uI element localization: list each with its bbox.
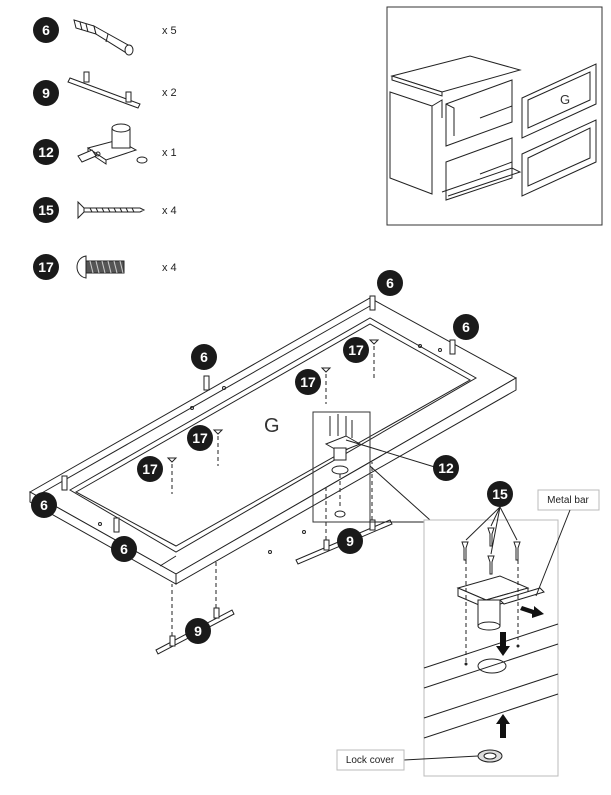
metal-bar-text: Metal bar [547,495,589,506]
svg-text:15: 15 [492,486,508,502]
part-row-15: 15 x 4 [33,197,177,223]
callout-badge: 6 [31,492,57,518]
svg-text:17: 17 [192,430,208,446]
svg-text:6: 6 [462,319,470,335]
part-number-badge [33,197,59,223]
part-quantity: x 4 [162,262,177,274]
cam-dowel-icon [61,295,456,533]
drawer-front-panel: G [28,297,518,585]
part-number-badge [33,254,59,280]
part-number: 6 [42,22,50,38]
part-quantity: x 4 [162,205,177,217]
part-quantity: x 2 [162,87,177,99]
part-number: 15 [38,202,54,218]
svg-text:6: 6 [200,349,208,365]
cabinet-overview [389,55,597,201]
overview-box: G [386,6,603,226]
part-row-17: 17 x 4 [33,254,177,280]
callout-badge: 17 [343,337,369,363]
svg-text:17: 17 [348,342,364,358]
part-number: 9 [42,85,50,101]
svg-text:6: 6 [40,497,48,513]
part-row-6: 6 x 5 [33,17,177,56]
lock-assembly [312,411,371,523]
callout-badge: 9 [185,618,211,644]
svg-text:12: 12 [438,460,454,476]
callout-badge: 6 [191,344,217,370]
lock-detail-box [403,519,559,777]
metal-bar-label: Metal bar [535,489,600,597]
part-quantity: x 1 [162,147,177,159]
part-row-12: 12 x 1 [33,123,177,165]
flat-screw-icon [461,527,521,575]
lock-icon [77,123,148,165]
parts-list: 6 x 5 9 x 2 12 [33,17,177,280]
round-screw-icon [76,255,125,279]
part-number: 17 [38,259,54,275]
leader-lines [465,506,518,555]
svg-text:9: 9 [194,623,202,639]
panel-holes [98,344,442,554]
callout-badge: 9 [337,528,363,554]
svg-text:17: 17 [142,461,158,477]
svg-text:9: 9 [346,533,354,549]
svg-text:6: 6 [120,541,128,557]
part-row-9: 9 x 2 [33,71,177,109]
leader-lines [345,439,439,523]
part-number-badge [33,139,59,165]
cam-dowel-icon [73,19,134,56]
callout-badge: 15 [487,481,513,507]
lock-cover-label: Lock cover [336,749,405,771]
callout-badge: 12 [433,455,459,481]
callout-badge: 17 [137,456,163,482]
callout-badge: 6 [377,270,403,296]
svg-text:17: 17 [300,374,316,390]
handle-bar-icon [67,71,141,109]
callout-badge: 17 [187,425,213,451]
callout-badges: 6 6 6 6 6 17 17 17 17 12 9 9 15 [31,270,513,644]
lock-cover-text: Lock cover [346,755,395,766]
part-number-badge [33,17,59,43]
callout-badge: 17 [295,369,321,395]
round-screw-icon [166,339,380,494]
svg-text:6: 6 [386,275,394,291]
callout-badge: 6 [111,536,137,562]
part-number: 12 [38,144,54,160]
flat-screw-icon [77,200,146,220]
main-panel-label: G [264,415,280,437]
callout-badge: 6 [453,314,479,340]
overview-panel-label: G [560,92,570,107]
part-number-badge [33,80,59,106]
part-quantity: x 5 [162,25,177,37]
